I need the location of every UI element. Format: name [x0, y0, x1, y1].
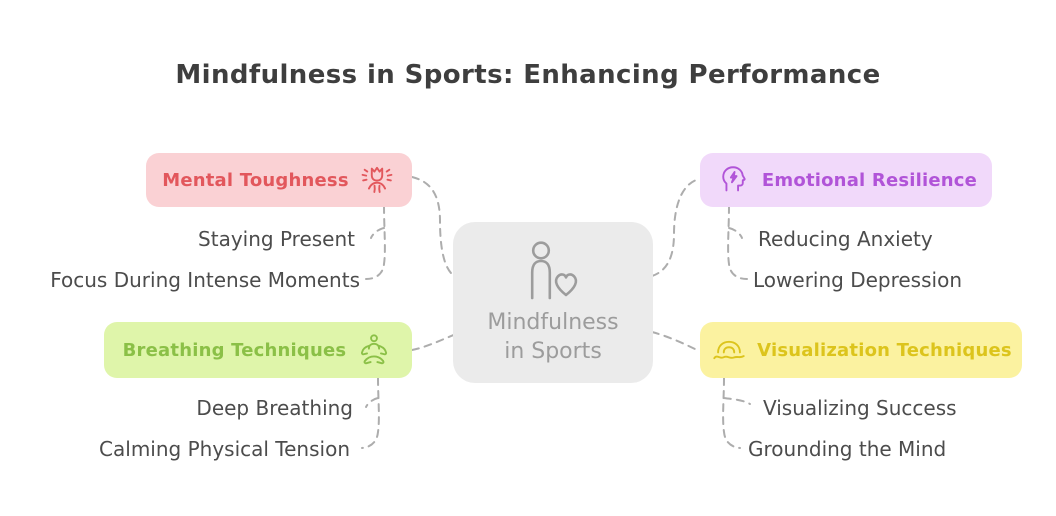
connector-mental-toughness-children: [365, 205, 386, 280]
subtopic-grounding-the-mind[interactable]: Grounding the Mind: [748, 437, 947, 461]
subtopic-focus-during-intense-moments[interactable]: Focus During Intense Moments: [50, 268, 360, 292]
subtopic-calming-physical-tension[interactable]: Calming Physical Tension: [99, 437, 350, 461]
head-lightning-icon: [722, 166, 746, 192]
center-label-line2: in Sports: [504, 338, 602, 364]
connector-visualization-hook: [723, 397, 751, 405]
connector-visualization-children: [722, 377, 741, 449]
connector-center-emotional-resilience: [651, 178, 700, 277]
person-heart-icon: [530, 241, 578, 299]
subtopic-reducing-anxiety[interactable]: Reducing Anxiety: [758, 227, 933, 251]
node-emotional-resilience[interactable]: Emotional Resilience: [700, 153, 992, 207]
connector-breathing-hook: [365, 397, 379, 408]
rainbow-icon: [713, 340, 745, 360]
visualization-techniques-label: Visualization Techniques: [757, 339, 1012, 361]
connector-breathing-center: [411, 333, 457, 351]
emotional-resilience-label: Emotional Resilience: [761, 169, 978, 191]
subtopic-lowering-depression[interactable]: Lowering Depression: [753, 268, 962, 292]
center-node[interactable]: Mindfulness in Sports: [453, 222, 653, 383]
center-label-line1: Mindfulness: [487, 309, 619, 335]
node-visualization-techniques[interactable]: Visualization Techniques: [700, 322, 1022, 378]
mental-toughness-label: Mental Toughness: [162, 169, 349, 191]
node-breathing-techniques[interactable]: Breathing Techniques: [104, 322, 412, 378]
blooming-mind-icon: [361, 166, 393, 193]
subtopic-staying-present[interactable]: Staying Present: [198, 227, 355, 251]
connector-mental-toughness-hook: [370, 227, 385, 239]
meditation-icon: [361, 334, 388, 365]
connector-mental-toughness-center: [411, 176, 457, 278]
connector-breathing-children: [361, 377, 380, 449]
breathing-techniques-label: Breathing Techniques: [122, 339, 347, 361]
diagram-title: Mindfulness in Sports: Enhancing Perform…: [175, 60, 881, 90]
connector-center-visualization: [651, 331, 700, 352]
node-mental-toughness[interactable]: Mental Toughness: [146, 153, 412, 207]
subtopic-deep-breathing[interactable]: Deep Breathing: [196, 396, 353, 420]
subtopic-visualizing-success[interactable]: Visualizing Success: [763, 396, 957, 420]
connector-emotional-resilience-hook: [728, 227, 743, 239]
connector-emotional-resilience-children: [727, 205, 748, 280]
